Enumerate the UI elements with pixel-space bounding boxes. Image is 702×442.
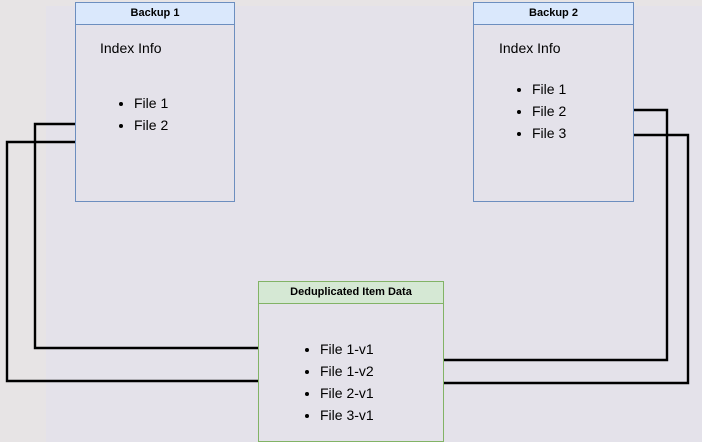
diagram-left-margin bbox=[0, 0, 46, 442]
dedup-file-list: File 1-v1 File 1-v2 File 2-v1 File 3-v1 bbox=[306, 338, 374, 426]
backup1-header: Backup 1 bbox=[76, 3, 234, 25]
dedup-header: Deduplicated Item Data bbox=[259, 282, 443, 304]
backup2-box[interactable]: Backup 2 Index Info File 1 File 2 File 3 bbox=[473, 2, 634, 202]
backup1-box[interactable]: Backup 1 Index Info File 1 File 2 bbox=[75, 2, 235, 202]
backup1-file-item[interactable]: File 2 bbox=[134, 114, 168, 136]
backup2-file-list: File 1 File 2 File 3 bbox=[518, 78, 566, 144]
backup2-file-item[interactable]: File 2 bbox=[532, 100, 566, 122]
deduplicated-item-data-box[interactable]: Deduplicated Item Data File 1-v1 File 1-… bbox=[258, 281, 444, 442]
dedup-file-item[interactable]: File 2-v1 bbox=[320, 382, 374, 404]
backup1-index-info-label: Index Info bbox=[100, 40, 162, 56]
backup2-index-info-label: Index Info bbox=[499, 40, 561, 56]
backup1-file-list: File 1 File 2 bbox=[120, 92, 168, 136]
diagram-top-margin bbox=[0, 0, 702, 6]
backup2-file-item[interactable]: File 3 bbox=[532, 122, 566, 144]
backup2-header: Backup 2 bbox=[474, 3, 633, 25]
dedup-file-item[interactable]: File 1-v2 bbox=[320, 360, 374, 382]
backup2-file-item[interactable]: File 1 bbox=[532, 78, 566, 100]
dedup-file-item[interactable]: File 3-v1 bbox=[320, 404, 374, 426]
backup1-file-item[interactable]: File 1 bbox=[134, 92, 168, 114]
dedup-file-item[interactable]: File 1-v1 bbox=[320, 338, 374, 360]
